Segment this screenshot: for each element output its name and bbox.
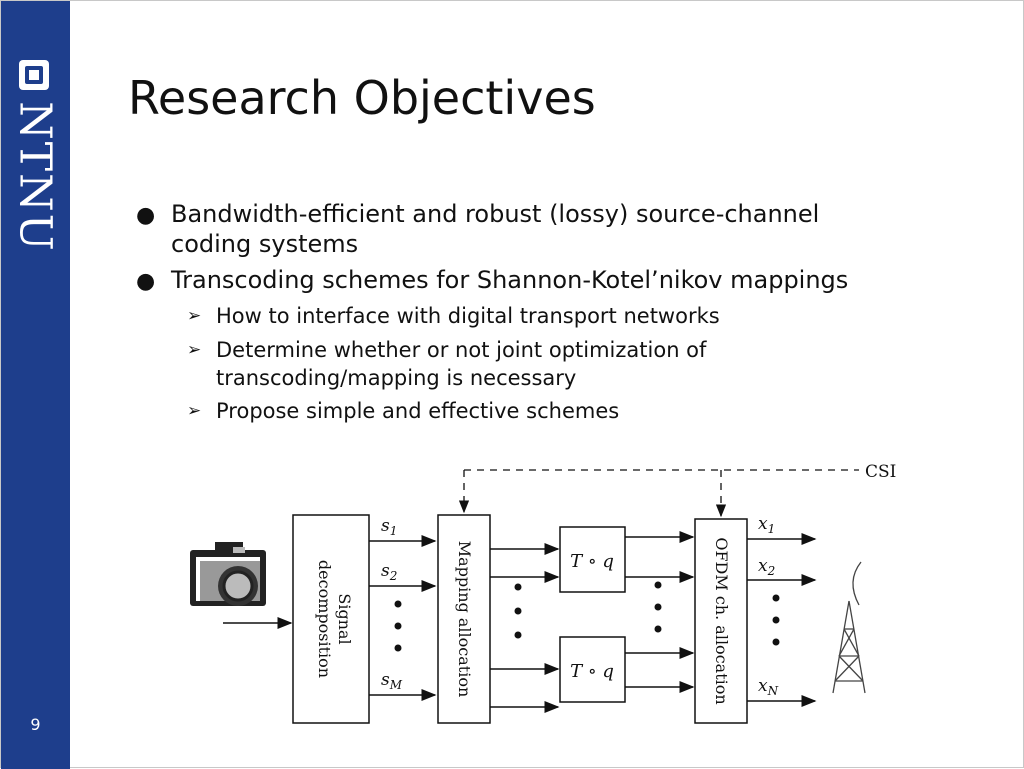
ofdm-allocation-label: OFDM ch. allocation	[712, 537, 731, 704]
transcoder-block: T ∘ q	[559, 526, 626, 593]
x2-label: x2	[758, 556, 775, 578]
page-number: 9	[30, 715, 41, 734]
bullet-text: coding systems	[171, 230, 359, 258]
signal-decomposition-label-2: decomposition	[315, 560, 334, 678]
csi-feedback-path: CSI	[458, 462, 896, 518]
mapping-allocation-block: Mapping allocation	[437, 514, 491, 724]
subbullet-arrow-icon: ➢	[187, 306, 202, 326]
s1-label: s1	[381, 516, 397, 538]
antenna-tower-icon	[832, 561, 866, 694]
s2-label: s2	[381, 561, 397, 583]
subbullet-text: Determine whether or not joint optimizat…	[216, 338, 707, 362]
ntnu-logo-icon	[19, 60, 49, 90]
transcoder-label: T ∘ q	[570, 661, 614, 682]
camera-icon	[190, 542, 266, 606]
transcoder-block: T ∘ q	[559, 636, 626, 703]
bullet-dot: ●	[136, 269, 156, 294]
subbullet-text: How to interface with digital transport …	[216, 304, 720, 328]
bullet-text: Bandwidth-efficient and robust (lossy) s…	[171, 200, 820, 228]
subbullet-item: How to interface with digital transport …	[216, 302, 976, 330]
bullet-dot: ●	[136, 203, 156, 228]
x1-label: x1	[758, 514, 775, 536]
csi-label: CSI	[865, 462, 896, 482]
ntnu-logo-text: NTNU	[9, 101, 61, 253]
sidebar: NTNU 9	[1, 1, 70, 769]
slide-title: Research Objectives	[128, 71, 596, 125]
subbullet-arrow-icon: ➢	[187, 340, 202, 360]
xN-label: xN	[758, 676, 779, 698]
signal-decomposition-label-1: Signal	[335, 593, 354, 644]
bullet-item: Transcoding schemes for Shannon-Kotel’ni…	[171, 265, 991, 295]
transcoder-label: T ∘ q	[570, 551, 614, 572]
bullet-item: Bandwidth-efficient and robust (lossy) s…	[171, 199, 991, 259]
signal-decomposition-block: Signal decomposition	[292, 514, 370, 724]
mapping-allocation-label: Mapping allocation	[455, 541, 474, 698]
subbullet-text: Propose simple and effective schemes	[216, 399, 620, 423]
subbullet-arrow-icon: ➢	[187, 401, 202, 421]
ofdm-allocation-block: OFDM ch. allocation	[694, 518, 748, 724]
subbullet-text: transcoding/mapping is necessary	[216, 366, 577, 390]
subbullet-item: Propose simple and effective schemes	[216, 397, 976, 425]
system-block-diagram: Signal decomposition s1 s2 sM Mapping al…	[190, 462, 896, 724]
subbullet-item: Determine whether or not joint optimizat…	[216, 336, 976, 392]
bullet-text: Transcoding schemes for Shannon-Kotel’ni…	[171, 266, 849, 294]
sM-label: sM	[381, 670, 403, 692]
